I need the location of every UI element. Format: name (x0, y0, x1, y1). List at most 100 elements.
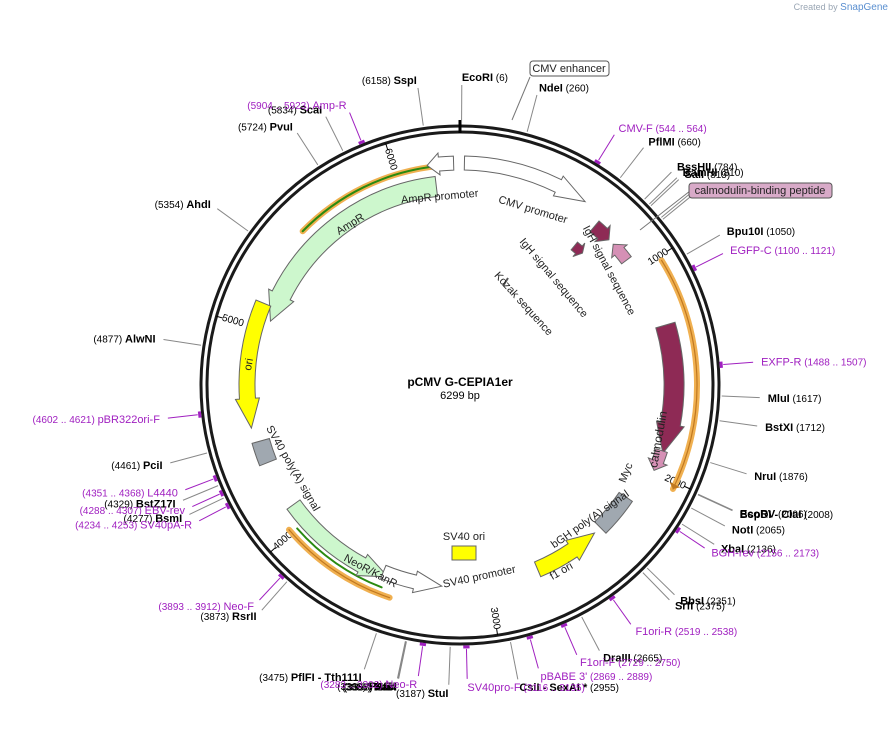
site-leader (662, 194, 693, 220)
primer-group: CMV-F (544 .. 564) EGFP-C (1100 .. 1121) E… (33, 100, 867, 694)
primer-bar (277, 573, 285, 580)
f1-ori-arrow[interactable] (533, 532, 596, 578)
primer-cmv-f[interactable]: CMV-F (544 .. 564) (619, 123, 707, 135)
site-nrui[interactable]: NruI (1876) (754, 471, 808, 483)
site-leader (581, 616, 600, 651)
site-bpu10i[interactable]: Bpu10I (1050) (727, 226, 795, 238)
site-csii[interactable]: CsiI - SexAI * (2955) (519, 682, 619, 694)
primer-bar (594, 159, 601, 165)
site-xbai[interactable]: XbaI (2136) (721, 544, 776, 556)
sv40-polya-box[interactable] (251, 437, 278, 467)
primer-l4440[interactable]: (4351 .. 4368) L4440 (82, 488, 178, 500)
site-kasi[interactable]: (3356) KasI (342, 681, 397, 693)
primer-amp-r[interactable]: (5904 .. 5923) Amp-R (247, 100, 346, 112)
cmv-promoter-arrow[interactable] (463, 155, 587, 203)
myc-arrow[interactable] (647, 448, 669, 471)
neor-arrow[interactable] (286, 499, 390, 578)
primer-ebv-rev[interactable]: (4288 .. 4307) EBV-rev (80, 505, 186, 517)
primer-pbabe-3-[interactable]: pBABE 3' (2869 .. 2889) (541, 671, 653, 683)
site-sfoi[interactable]: (3358) SfoI (344, 681, 396, 693)
site-bspdi[interactable]: BspDI - ClaI (2008) (740, 509, 833, 521)
site-leader (719, 420, 758, 427)
primer-bar (675, 526, 682, 534)
site-leader (649, 177, 678, 205)
site-sali[interactable]: SalI (819) (685, 169, 731, 181)
site-leader (681, 523, 715, 545)
calmodulin-peptide-callout[interactable]: calmodulin-binding peptide (639, 182, 833, 231)
site-pflmi[interactable]: PflMI (660) (648, 136, 700, 148)
primer-egfp-c[interactable]: EGFP-C (1100 .. 1121) (730, 245, 835, 257)
site-pcii[interactable]: (4461) PciI (111, 460, 162, 472)
primer-f1ori-f[interactable]: F1ori-F (2729 .. 2750) (580, 657, 681, 669)
calmodulin-arrow[interactable] (655, 321, 686, 455)
igh-1-light[interactable] (611, 243, 632, 265)
feature-label-sv40_promoter: SV40 promoter (442, 563, 517, 590)
site-alwni[interactable]: (4877) AlwNI (93, 333, 155, 345)
site-nari[interactable]: (3357) NarI (344, 681, 397, 693)
cds-orange-core (661, 259, 698, 490)
site-pflfi[interactable]: (3475) PflFI - Tth111I (259, 672, 362, 684)
primer-bar (560, 622, 568, 629)
amp-green-line (301, 165, 438, 233)
primer-leader (723, 361, 754, 366)
site-leader (642, 572, 670, 601)
primer-f1ori-r[interactable]: F1ori-R (2519 .. 2538) (635, 626, 737, 638)
site-bsshii[interactable]: BssHII (784) (677, 161, 737, 173)
site-noti[interactable]: NotI (2065) (732, 525, 785, 537)
feature-label-sv40_polya: SV40 poly(A) signal (263, 424, 322, 514)
neo-orange-core (288, 529, 391, 599)
site-leader (216, 208, 249, 232)
tick-mark (666, 247, 673, 252)
bgh-polya-box[interactable] (593, 491, 634, 534)
site-draiii[interactable]: DraIII (2665) (603, 653, 662, 665)
site-leader (182, 485, 219, 501)
ori-arrow[interactable] (234, 299, 272, 430)
site-bamhi[interactable]: BamHI (810) (683, 167, 744, 179)
igh-2-arrow[interactable] (570, 241, 586, 258)
primer-exfp-r[interactable]: EXFP-R (1488 .. 1507) (761, 357, 866, 369)
primer-leader (598, 134, 615, 161)
site-bbsi[interactable]: BbsI (2351) (680, 595, 736, 607)
site-ahdi[interactable]: (5354) AhdI (155, 199, 211, 211)
primer-bgh-rev[interactable]: BGH-rev (2156 .. 2173) (711, 547, 819, 559)
primer-leader (695, 253, 724, 268)
site-rsrii[interactable]: (3873) RsrII (200, 611, 256, 623)
primer-sv40pro-f[interactable]: SV40pro-F (3116 .. 3135) (467, 682, 585, 694)
site-bsmi[interactable]: (4277) BsmI (124, 513, 183, 525)
site-stui[interactable]: (3187) StuI (396, 688, 448, 700)
primer-neo-f[interactable]: (3893 .. 3912) Neo-F (158, 601, 254, 613)
feature-label-myc: Myc (617, 461, 636, 485)
primer-pbr322ori-f[interactable]: (4602 .. 4621) pBR322ori-F (33, 414, 161, 426)
site-leader (261, 581, 288, 611)
site-bstxi[interactable]: BstXI (1712) (765, 422, 825, 434)
site-leader (644, 171, 672, 200)
site-leader (650, 179, 680, 207)
tick-label: 6000 (382, 147, 399, 172)
primer-sv40pa-r[interactable]: (4234 .. 4253) SV40pA-R (75, 519, 192, 531)
site-scai[interactable]: (5834) ScaI (268, 105, 322, 117)
sv40-promoter-arrow[interactable] (379, 564, 444, 594)
igh-1-arrow[interactable] (589, 220, 611, 243)
site-ndei[interactable]: NdeI (260) (539, 82, 589, 94)
site-ecorv[interactable]: EcoRV (2006) (740, 508, 807, 520)
cmv-enhancer-callout[interactable]: CMV enhancer (511, 60, 610, 121)
site-mlui[interactable]: MluI (1617) (768, 393, 822, 405)
site-sspi[interactable]: (6158) SspI (362, 75, 417, 87)
ampr-arrow[interactable] (268, 175, 439, 323)
primer-leader (198, 506, 227, 522)
site-bstz17i[interactable]: (4329) BstZ17I (104, 498, 175, 510)
primer-bar (526, 635, 534, 640)
plasmid-size: 6299 bp (440, 390, 480, 402)
site-ecori[interactable]: EcoRI (6) (462, 72, 508, 84)
snapgene-credit: Created by SnapGene (794, 2, 888, 13)
sv40-ori-box[interactable] (451, 545, 477, 561)
ampr-promoter-arrow[interactable] (426, 151, 455, 177)
site-leader (526, 94, 538, 132)
primer-neo-r[interactable]: (3283 .. 3302) Neo-R (320, 679, 417, 691)
site-pvui[interactable]: (5724) PvuI (238, 121, 293, 133)
primer-leader (564, 627, 578, 656)
site-srfi[interactable]: SrfI (2375) (675, 601, 725, 613)
site-pluti[interactable]: (3360) PluTI (337, 681, 396, 693)
primer-bar (212, 474, 218, 482)
tick-mark (385, 143, 389, 151)
